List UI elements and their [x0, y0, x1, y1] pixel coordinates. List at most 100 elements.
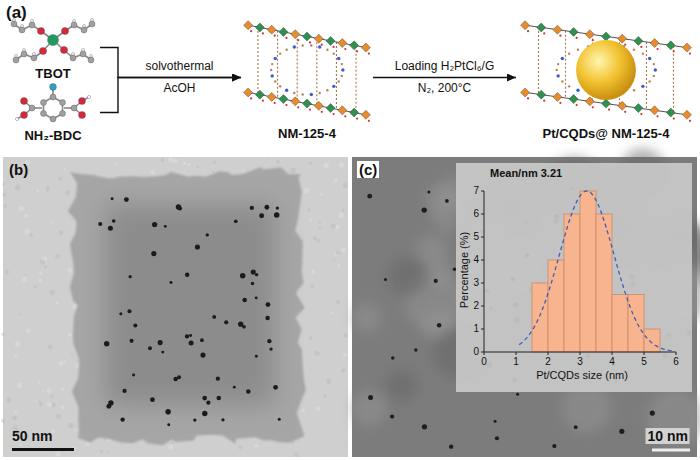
figure-part [326, 104, 335, 113]
figure-part [291, 97, 300, 106]
figure-part [481, 214, 484, 215]
figure-part [165, 409, 171, 415]
scale-label: 50 nm [12, 428, 52, 444]
figure-part [87, 443, 90, 446]
figure-part [633, 49, 635, 51]
axis-tick: 2 [545, 356, 551, 368]
scale-label: 10 nm [646, 428, 690, 444]
condition-label: solvothermal [143, 60, 215, 74]
figure-part [350, 108, 359, 117]
figure-part [577, 49, 579, 51]
figure-part [689, 120, 691, 122]
figure-part [152, 222, 157, 227]
figure-part [333, 258, 336, 261]
figure-part [274, 35, 276, 37]
figure-part [338, 39, 347, 48]
figure-part [543, 100, 545, 102]
figure-part [425, 185, 454, 214]
figure-part [274, 80, 276, 82]
axis-tick: 1 [473, 323, 479, 335]
figure-part [61, 27, 68, 34]
figure-part [233, 386, 236, 389]
figure-part [150, 170, 154, 174]
figure-part [309, 219, 312, 222]
figure-part [168, 444, 173, 449]
figure-part [648, 80, 650, 82]
structure-node: Pt/CQDs@ NM-125-4 [518, 14, 694, 141]
figure-part [326, 36, 335, 45]
figure-part [291, 30, 300, 39]
figure-part [330, 311, 333, 314]
figure-part [112, 219, 116, 223]
figure-part [673, 50, 675, 52]
figure-part [4, 204, 8, 208]
figure-part [12, 416, 16, 420]
size-histogram [456, 163, 692, 392]
figure-part [576, 104, 578, 106]
axis-tick: 3 [473, 277, 479, 289]
figure-part [297, 35, 298, 102]
condition-label: AcOH [163, 82, 195, 96]
reaction-arrow [373, 77, 516, 78]
figure-part [7, 166, 9, 168]
figure-part [38, 278, 42, 282]
figure-part [242, 298, 247, 303]
figure-part [574, 425, 578, 429]
figure-part [585, 30, 594, 39]
figure-part [115, 162, 118, 165]
figure-part [248, 92, 366, 114]
figure-part [3, 157, 348, 457]
figure-part [242, 325, 246, 329]
figure-part [642, 52, 644, 54]
figure-part [336, 42, 337, 109]
figure-part [267, 92, 276, 101]
figure-part [24, 214, 28, 218]
figure-part [285, 104, 287, 106]
figure-part [337, 57, 340, 60]
figure-part [445, 199, 449, 203]
figure-part [213, 161, 216, 164]
figure-part [55, 451, 61, 457]
reaction-arrow [100, 48, 241, 78]
figure-part [49, 404, 52, 407]
figure-part [271, 74, 274, 77]
figure-part [264, 205, 269, 210]
figure-part [48, 35, 59, 46]
figure-part [274, 212, 280, 218]
figure-part [262, 100, 264, 102]
figure-part [111, 197, 114, 200]
structure-node: TBOT [8, 14, 98, 81]
figure-part [151, 251, 156, 256]
figure-part [333, 52, 335, 54]
figure-part [309, 336, 313, 340]
figure-part [279, 52, 281, 54]
figure-part [343, 353, 348, 358]
figure-part [318, 221, 320, 223]
figure-part [22, 277, 27, 282]
figure-part [301, 44, 303, 46]
figure-part [336, 300, 340, 304]
figure-part [21, 112, 28, 119]
figure-part [250, 206, 254, 210]
figure-part [279, 95, 288, 104]
figure-part [553, 92, 562, 101]
figure-part [31, 55, 37, 61]
figure-part [21, 98, 28, 105]
figure-part [336, 251, 340, 255]
figure-part [427, 190, 430, 193]
tem-image-c [351, 148, 700, 457]
figure-part [2, 183, 5, 186]
figure-part [596, 214, 612, 352]
figure-part [250, 30, 252, 32]
figure-part [481, 283, 484, 284]
figure-part [323, 223, 325, 225]
figure-part [329, 159, 331, 161]
figure-part [559, 102, 561, 104]
figure-part [33, 221, 35, 223]
figure-part [352, 157, 697, 457]
figure-part [310, 93, 313, 96]
figure-part [352, 303, 382, 333]
figure-part [332, 46, 334, 48]
figure-part [197, 166, 199, 168]
structure-illustration [518, 14, 694, 126]
